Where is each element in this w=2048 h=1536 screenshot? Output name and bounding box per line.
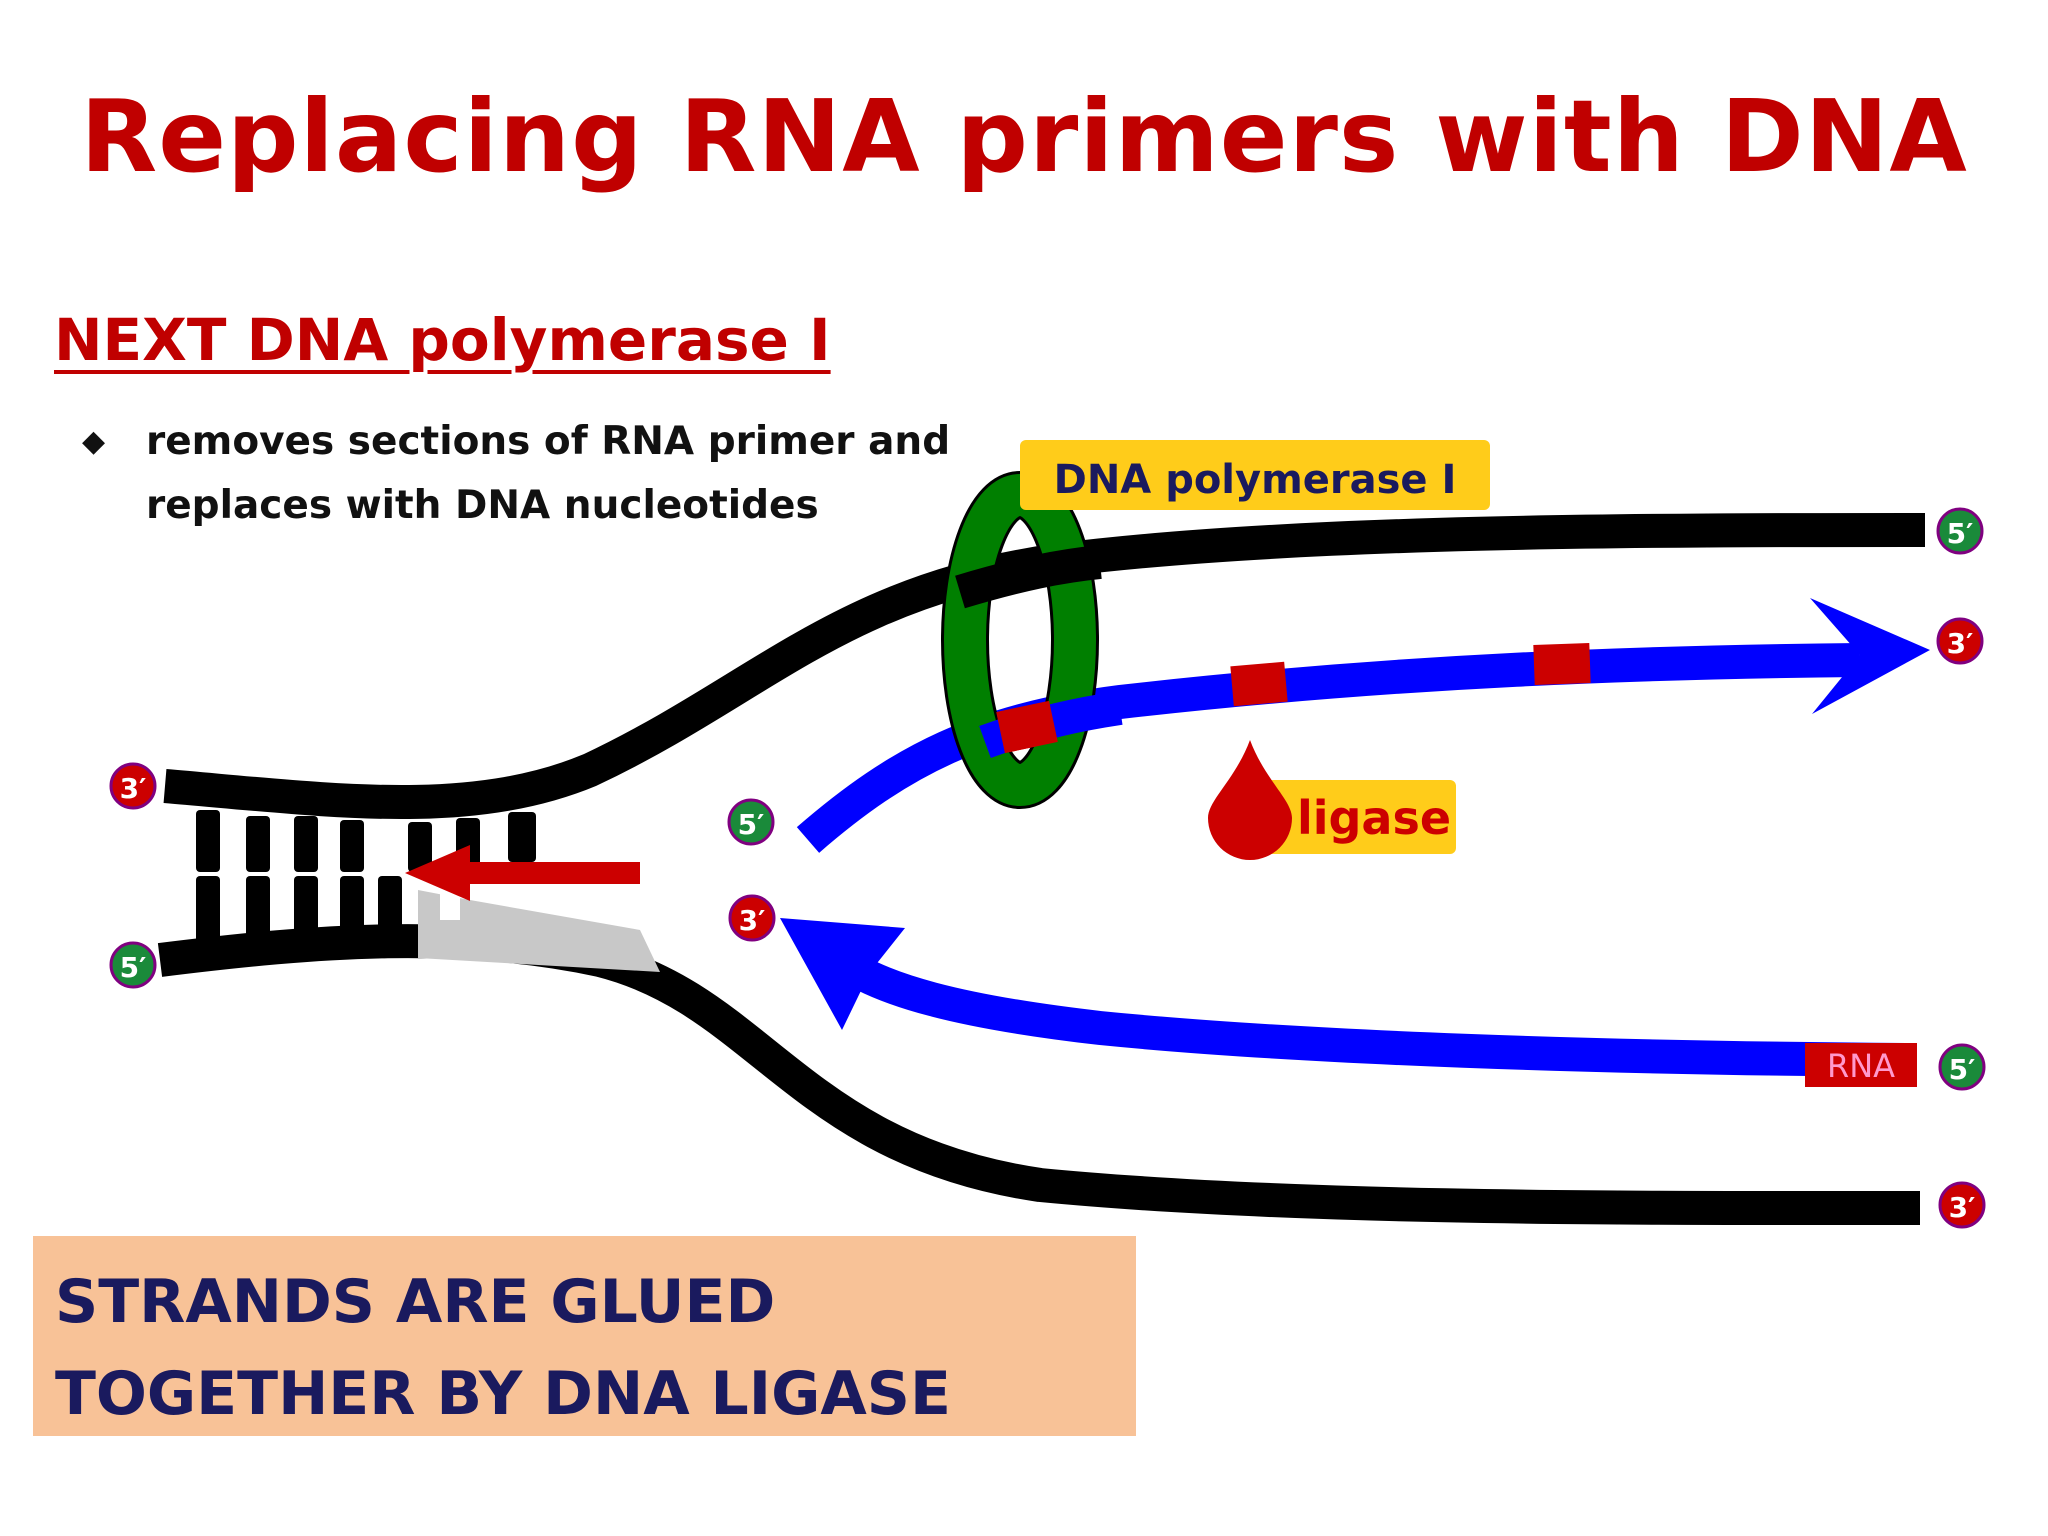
svg-text:3′: 3′: [1947, 627, 1974, 660]
rna-primer-box: [1805, 1043, 1917, 1087]
bullet-item: ◆ removes sections of RNA primer and rep…: [80, 410, 1046, 538]
end-marker-blue-bottom-left: 3′: [728, 894, 776, 942]
svg-text:5′: 5′: [1949, 1053, 1976, 1086]
section-heading: NEXT DNA polymerase I: [54, 306, 831, 374]
end-marker-top-right: 5′: [1936, 507, 1984, 555]
end-marker-left-bottom: 5′: [109, 941, 157, 989]
grey-nascent-segment: [418, 890, 660, 972]
summary-callout-box: STRANDS ARE GLUED TOGETHER BY DNA LIGASE: [33, 1236, 1136, 1436]
fork-direction-arrow: [405, 845, 640, 901]
polymerase-label: DNA polymerase I: [1054, 457, 1457, 503]
top-strand-front: [955, 545, 1102, 609]
page-title: Replacing RNA primers with DNA: [80, 78, 1968, 195]
diamond-bullet-icon: ◆: [82, 424, 106, 459]
end-marker-left-top: 3′: [109, 762, 157, 810]
lower-new-strand: [829, 946, 1911, 1077]
summary-callout-text: STRANDS ARE GLUED TOGETHER BY DNA LIGASE: [55, 1267, 951, 1429]
base-pair-rungs: [196, 810, 536, 948]
upper-strand-arrowhead: [1810, 598, 1930, 714]
ligase-label: ligase: [1297, 791, 1451, 845]
rna-primer-label: RNA: [1827, 1047, 1895, 1085]
ligase-label-box: [1260, 780, 1456, 854]
svg-text:3′: 3′: [739, 904, 766, 937]
end-marker-blue-bottom-right: 5′: [1938, 1043, 1986, 1091]
svg-text:3′: 3′: [120, 772, 147, 805]
svg-text:5′: 5′: [120, 951, 147, 984]
upper-new-strand: [796, 643, 1861, 853]
end-marker-bottom-right: 3′: [1938, 1181, 1986, 1229]
grey-rung: [440, 892, 460, 920]
lower-strand-arrowhead: [780, 918, 905, 1030]
svg-text:5′: 5′: [738, 808, 765, 841]
end-marker-blue-top-right: 3′: [1936, 617, 1984, 665]
bottom-parental-strand: [157, 924, 1921, 1226]
polymerase-label-box: [1020, 440, 1490, 510]
top-parental-strand: [163, 513, 1926, 820]
svg-text:3′: 3′: [1949, 1191, 1976, 1224]
primer-in-ring: [996, 700, 1058, 754]
bullet-list: ◆ removes sections of RNA primer and rep…: [80, 410, 1046, 538]
bullet-text: removes sections of RNA primer and repla…: [146, 419, 951, 528]
ligase-drop-icon: [1208, 740, 1292, 860]
end-marker-blue-top-left: 5′: [727, 798, 775, 846]
svg-text:5′: 5′: [1947, 517, 1974, 550]
